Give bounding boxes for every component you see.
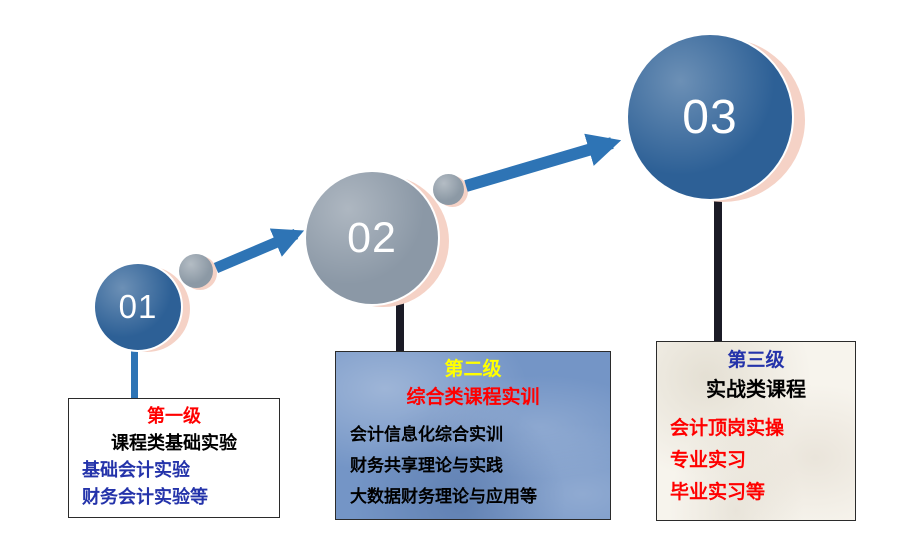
step-number-3: 03 [682, 90, 738, 144]
arrow-1-icon [213, 228, 305, 274]
step-number-1: 01 [118, 288, 158, 325]
level-2-subtitle: 综合类课程实训 [406, 387, 540, 408]
level-2-box: 第二级 综合类课程实训 会计信息化综合实训 财务共享理论与实践 大数据财务理论与… [335, 351, 611, 520]
connector-stem-1 [131, 348, 138, 400]
level-2-course-item: 大数据财务理论与应用等 [350, 487, 537, 506]
step-circle-1: 01 [95, 264, 181, 350]
level-3-course-item: 毕业实习等 [670, 482, 766, 503]
step-number-2: 02 [347, 213, 397, 262]
level-2-title: 第二级 [444, 359, 502, 380]
level-1-title: 第一级 [147, 406, 201, 426]
step-circle-2: 02 [306, 172, 438, 304]
level-2-course-item: 财务共享理论与实践 [350, 456, 503, 475]
connector-dot-2 [433, 174, 464, 205]
connector-stem-3 [714, 196, 722, 344]
level-3-course-item: 专业实习 [670, 450, 747, 471]
level-1-course-item: 基础会计实验 [82, 460, 190, 480]
connector-dot-1 [179, 254, 213, 288]
level-1-course-item: 财务会计实验等 [82, 487, 208, 507]
level-1-subtitle: 课程类基础实验 [111, 433, 237, 453]
step-circle-3: 03 [628, 35, 792, 199]
arrow-2-icon [464, 133, 622, 192]
level-1-box: 第一级 课程类基础实验 基础会计实验 财务会计实验等 [68, 398, 280, 518]
level-3-box: 第三级 实战类课程 会计顶岗实操 专业实习 毕业实习等 [656, 341, 856, 521]
level-3-course-item: 会计顶岗实操 [670, 418, 785, 439]
level-3-subtitle: 实战类课程 [706, 379, 806, 401]
connector-stem-2 [396, 300, 404, 354]
level-3-title: 第三级 [727, 350, 785, 371]
level-2-course-item: 会计信息化综合实训 [350, 425, 503, 444]
